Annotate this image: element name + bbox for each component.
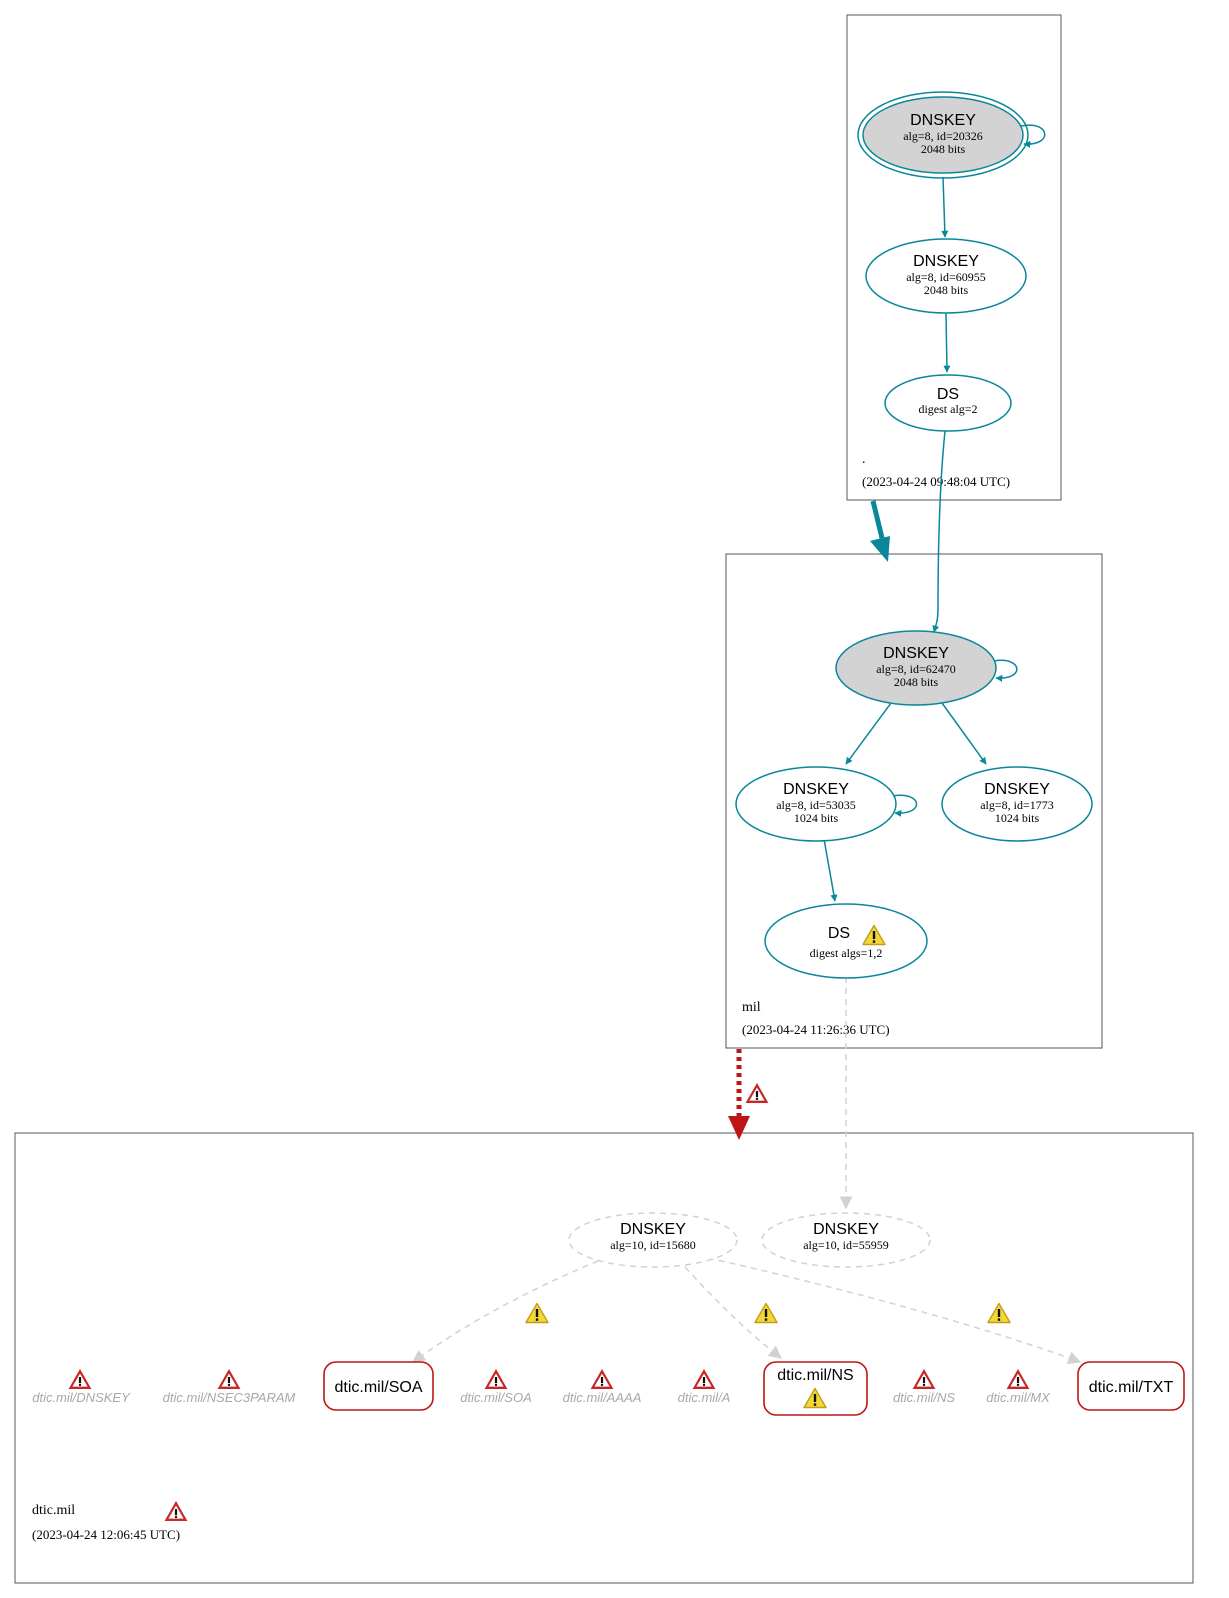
- zone-mil-timestamp: (2023-04-24 11:26:36 UTC): [742, 1022, 890, 1037]
- node-detail: alg=10, id=15680: [610, 1238, 696, 1252]
- dnskey-dtic-15680[interactable]: DNSKEY alg=10, id=15680: [568, 1212, 738, 1268]
- edge-mil-ksk-self: [993, 659, 1018, 682]
- dnskey-mil-ksk[interactable]: DNSKEY alg=8, id=62470 2048 bits: [835, 630, 997, 706]
- node-title: DS: [828, 925, 850, 942]
- zone-root-timestamp: (2023-04-24 09:48:04 UTC): [862, 474, 1010, 489]
- edge-delegation-root-mil: [870, 500, 885, 539]
- missing-rrset-mx[interactable]: dtic.mil/MX: [986, 1369, 1051, 1405]
- warning-icon: [525, 1302, 549, 1324]
- node-title: DNSKEY: [984, 781, 1050, 798]
- node-title: DNSKEY: [813, 1221, 879, 1238]
- missing-rrset-dnskey[interactable]: dtic.mil/DNSKEY: [32, 1369, 131, 1405]
- dnskey-root-ksk[interactable]: DNSKEY alg=8, id=20326 2048 bits: [857, 91, 1029, 179]
- ds-root[interactable]: DS digest alg=2: [884, 374, 1012, 432]
- error-icon: [164, 1501, 188, 1521]
- node-detail: 2048 bits: [894, 675, 939, 689]
- rrset-label: dtic.mil/NS: [777, 1367, 853, 1384]
- edge-mil-ksk-1773: [941, 702, 987, 765]
- edge-mil-53035-ds: [823, 838, 838, 902]
- rrset-ns[interactable]: dtic.mil/NS: [763, 1361, 868, 1416]
- missing-label: dtic.mil/AAAA: [563, 1390, 642, 1405]
- node-detail: alg=8, id=20326: [903, 129, 983, 143]
- error-icon: [590, 1369, 614, 1389]
- node-detail: 2048 bits: [924, 283, 969, 297]
- missing-label: dtic.mil/SOA: [460, 1390, 532, 1405]
- missing-rrset-aaaa[interactable]: dtic.mil/AAAA: [563, 1369, 642, 1405]
- zone-dtic: dtic.mil (2023-04-24 12:06:45 UTC): [14, 1132, 1194, 1584]
- zone-root: . (2023-04-24 09:48:04 UTC): [846, 14, 1062, 501]
- error-icon: [68, 1369, 92, 1389]
- error-icon: [484, 1369, 508, 1389]
- node-title: DNSKEY: [620, 1221, 686, 1238]
- missing-rrset-ns[interactable]: dtic.mil/NS: [893, 1369, 955, 1405]
- edge-dtic-15680-soa: [411, 1260, 599, 1363]
- node-detail: 2048 bits: [921, 142, 966, 156]
- missing-label: dtic.mil/NS: [893, 1390, 955, 1405]
- edge-mil-ksk-53035: [845, 702, 892, 765]
- error-icon: [912, 1369, 936, 1389]
- missing-rrset-nsec3param[interactable]: dtic.mil/NSEC3PARAM: [163, 1369, 296, 1405]
- edge-root-ksk-self: [1020, 124, 1046, 148]
- rrset-label: dtic.mil/SOA: [334, 1379, 422, 1396]
- node-detail: 1024 bits: [995, 811, 1040, 825]
- zone-mil: mil (2023-04-24 11:26:36 UTC): [725, 553, 1103, 1049]
- node-detail: alg=8, id=1773: [980, 798, 1054, 812]
- error-icon: [692, 1369, 716, 1389]
- error-icon: [745, 1083, 769, 1103]
- missing-label: dtic.mil/MX: [986, 1390, 1051, 1405]
- missing-rrset-soa[interactable]: dtic.mil/SOA: [460, 1369, 532, 1405]
- edge-root-ksk-zsk: [941, 176, 949, 238]
- edge-root-zsk-ds: [943, 312, 951, 373]
- node-title: DS: [937, 386, 959, 403]
- node-detail: alg=10, id=55959: [803, 1238, 889, 1252]
- ds-mil[interactable]: DS digest algs=1,2: [764, 903, 928, 979]
- dnskey-root-zsk[interactable]: DNSKEY alg=8, id=60955 2048 bits: [865, 238, 1027, 314]
- warning-icon: [987, 1302, 1011, 1324]
- delegation-root-mil-arrowhead: [870, 536, 890, 562]
- node-detail: alg=8, id=53035: [776, 798, 856, 812]
- edge-dtic-15680-ns: [684, 1266, 783, 1359]
- rrset-label: dtic.mil/TXT: [1089, 1379, 1174, 1396]
- node-detail: alg=8, id=62470: [876, 662, 956, 676]
- zone-mil-name: mil: [742, 1000, 761, 1015]
- missing-rrset-a[interactable]: dtic.mil/A: [678, 1369, 731, 1405]
- warning-icon: [754, 1302, 778, 1324]
- edge-root-ds-mil-ksk: [932, 430, 946, 633]
- node-detail: 1024 bits: [794, 811, 839, 825]
- node-detail: digest alg=2: [918, 402, 977, 416]
- node-title: DNSKEY: [783, 781, 849, 798]
- missing-label: dtic.mil/NSEC3PARAM: [163, 1390, 296, 1405]
- node-detail: digest algs=1,2: [810, 946, 883, 960]
- error-icon: [1006, 1369, 1030, 1389]
- rrset-soa[interactable]: dtic.mil/SOA: [323, 1361, 434, 1411]
- missing-label: dtic.mil/A: [678, 1390, 731, 1405]
- rrset-txt[interactable]: dtic.mil/TXT: [1077, 1361, 1185, 1411]
- edge-mil-53035-self: [892, 794, 918, 817]
- edges: [411, 124, 1082, 1365]
- zone-dtic-timestamp: (2023-04-24 12:06:45 UTC): [32, 1527, 180, 1542]
- dnskey-mil-1773[interactable]: DNSKEY alg=8, id=1773 1024 bits: [941, 766, 1093, 842]
- zone-root-name: .: [862, 452, 866, 467]
- dnskey-mil-53035[interactable]: DNSKEY alg=8, id=53035 1024 bits: [735, 766, 897, 842]
- node-title: DNSKEY: [910, 112, 976, 129]
- edge-dtic-15680-txt: [707, 1257, 1082, 1365]
- dnskey-dtic-55959[interactable]: DNSKEY alg=10, id=55959: [761, 1212, 931, 1268]
- missing-label: dtic.mil/DNSKEY: [32, 1390, 131, 1405]
- error-icon: [217, 1369, 241, 1389]
- node-title: DNSKEY: [883, 645, 949, 662]
- delegation-mil-dtic-arrowhead: [728, 1116, 750, 1140]
- node-title: DNSKEY: [913, 253, 979, 270]
- node-detail: alg=8, id=60955: [906, 270, 986, 284]
- zone-dtic-name: dtic.mil: [32, 1503, 75, 1518]
